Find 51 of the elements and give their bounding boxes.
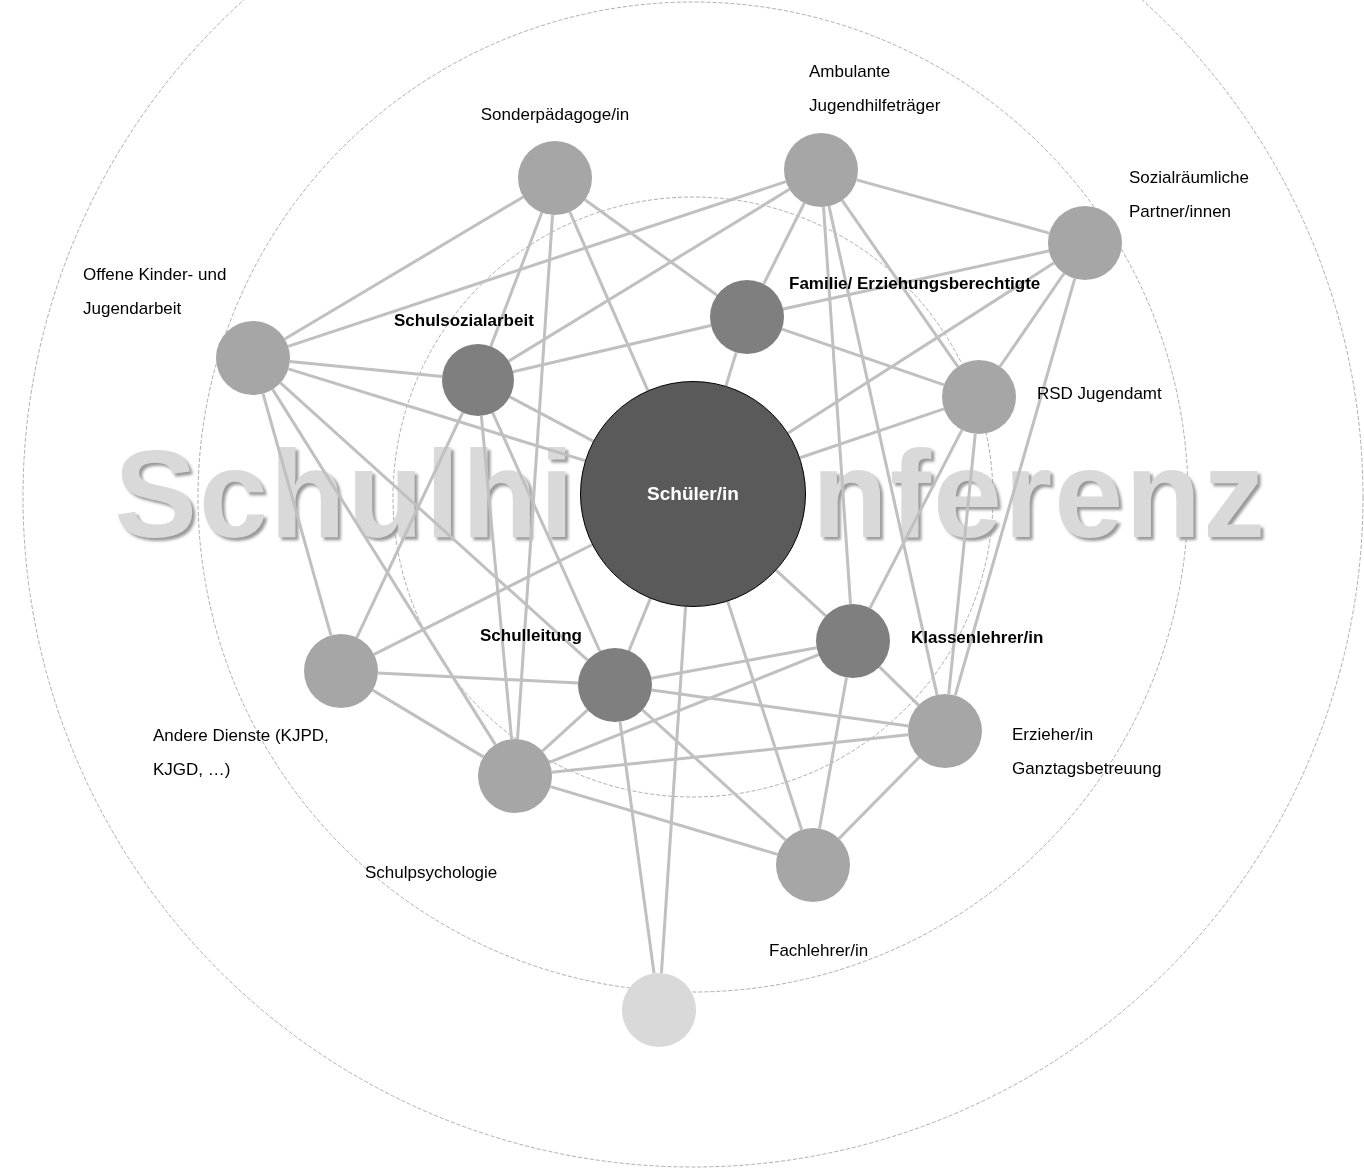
connector-line bbox=[787, 261, 1055, 435]
connector-line bbox=[289, 360, 443, 378]
node-label: Erzieher/in Ganztagsbetreuung bbox=[1012, 724, 1163, 780]
node-label: Ambulante Jugendhilfeträger bbox=[809, 61, 942, 117]
node-label: Andere Dienste (KJPD, KJGD, …) bbox=[153, 725, 330, 781]
node-label: Sozialräumliche Partner/innen bbox=[1129, 167, 1250, 223]
connector-line bbox=[371, 688, 485, 759]
connector-line bbox=[509, 395, 594, 443]
node-label: Klassenlehrer/in bbox=[911, 627, 1045, 649]
connector-line bbox=[781, 327, 945, 387]
connector-line bbox=[856, 178, 1050, 235]
connector-line bbox=[651, 688, 909, 728]
connector-line bbox=[818, 677, 848, 829]
node-label: Familie/ Erziehungsberechtigte bbox=[789, 273, 1042, 295]
connector-line bbox=[507, 188, 791, 363]
node-label: Schulsozialarbeit bbox=[394, 310, 535, 332]
connector-line bbox=[550, 785, 778, 856]
connector-line bbox=[724, 351, 738, 387]
connector-line bbox=[726, 601, 804, 831]
connector-line bbox=[551, 733, 909, 774]
connector-line bbox=[489, 212, 544, 347]
connector-line bbox=[878, 665, 920, 707]
connector-line bbox=[641, 708, 787, 842]
node-label: RSD Jugendamt bbox=[1037, 383, 1163, 405]
connector-line bbox=[548, 653, 820, 764]
connector-line bbox=[659, 606, 688, 974]
node-label: Schüler/in bbox=[646, 482, 740, 506]
connector-line bbox=[541, 708, 589, 753]
node-label: Sonderpädagoge/in bbox=[479, 104, 631, 126]
connector-line bbox=[515, 214, 555, 740]
connector-line bbox=[782, 249, 1050, 311]
connector-line bbox=[840, 199, 960, 368]
connector-line bbox=[837, 756, 921, 840]
connector-line bbox=[512, 323, 712, 374]
connector-line bbox=[373, 543, 593, 656]
connector-line bbox=[762, 202, 806, 285]
connector-line bbox=[284, 195, 524, 341]
connector-line bbox=[568, 211, 650, 392]
connector-line bbox=[584, 198, 718, 297]
node-label: Fachlehrer/in bbox=[769, 940, 870, 962]
node-label: Schulleitung bbox=[480, 625, 583, 647]
node-label: Schulpsychologie bbox=[365, 862, 499, 884]
node-label: Offene Kinder- und Jugendarbeit bbox=[83, 264, 228, 320]
connector-line bbox=[618, 721, 656, 974]
connector-line bbox=[287, 180, 787, 348]
connector-line bbox=[775, 569, 827, 618]
connector-line bbox=[627, 598, 652, 652]
connector-line bbox=[651, 646, 817, 680]
connector-line bbox=[827, 205, 939, 696]
connector-line bbox=[377, 671, 579, 685]
connector-line bbox=[998, 272, 1066, 368]
